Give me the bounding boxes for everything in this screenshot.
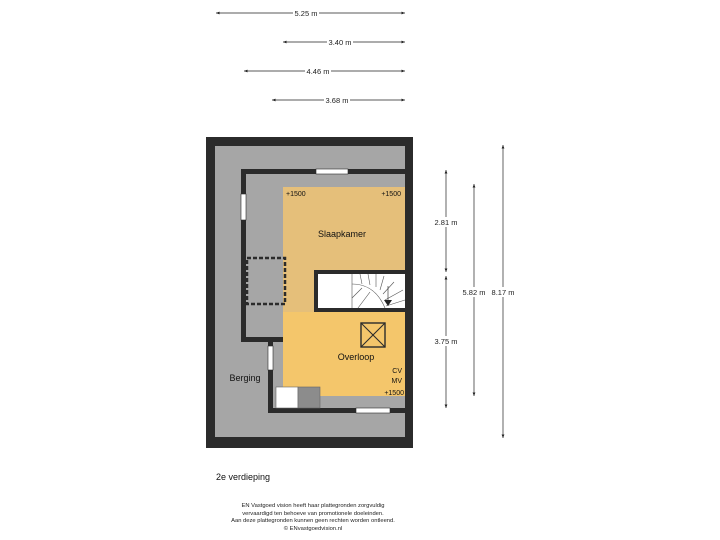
overloop-mv: MV [392, 378, 403, 385]
disclaimer-line: vervaardigd ten behoeve van promotionele… [242, 510, 384, 517]
dim-label-width-4: 3.68 m [326, 96, 349, 105]
room-label-overloop: Overloop [338, 352, 375, 362]
room-label-berging: Berging [229, 373, 260, 383]
dim-label-width-3: 4.46 m [307, 67, 330, 76]
dim-label-upper-height: 2.81 m [435, 218, 458, 227]
dim-label-lower-height: 3.75 m [435, 337, 458, 346]
inner-wall-left-lower [268, 337, 273, 413]
window-bottom [355, 407, 391, 414]
disclaimer-line: Aan deze plattegronden kunnen geen recht… [231, 518, 395, 525]
cv-unit [275, 386, 299, 409]
inner-wall-left-upper [241, 169, 246, 342]
attic-frame [245, 256, 287, 306]
slaapkamer-upper-strip [283, 174, 405, 187]
stair-steps [351, 273, 406, 309]
room-slaapkamer [283, 187, 405, 312]
dim-label-width-2: 3.40 m [329, 38, 352, 47]
window-top [315, 168, 349, 175]
right-dimensions: 2.81 m 3.75 m 5.82 m 8.17 m [432, 145, 517, 438]
top-dimensions: 5.25 m 3.40 m 4.46 m 3.68 m [216, 8, 405, 105]
dim-label-total-height: 8.17 m [492, 288, 515, 297]
floor-label: 2e verdieping [216, 472, 271, 482]
loft-hatch [360, 322, 386, 348]
mv-unit [297, 386, 321, 409]
overloop-cv: CV [392, 368, 402, 375]
inner-wall-bottom [268, 408, 406, 413]
room-label-slaapkamer: Slaapkamer [318, 229, 366, 239]
slaapkamer-marker-left: +1500 [286, 191, 306, 198]
dim-label-width-total: 5.25 m [295, 9, 318, 18]
attic-lower-strip [273, 342, 283, 396]
disclaimer-line: © ENvastgoedvision.nl [283, 525, 343, 532]
inner-wall-bottom-left [241, 337, 283, 342]
disclaimer-line: EN Vastgoed vision heeft haar plattegron… [241, 503, 385, 509]
window-left [240, 193, 247, 221]
slaapkamer-marker-right: +1500 [381, 191, 401, 198]
floorplan: +1500 +1500 Slaapkamer Overloop CV MV +1… [206, 137, 413, 448]
overloop-marker: +1500 [384, 390, 404, 397]
window-lower-left [267, 345, 274, 371]
dim-label-mid-total: 5.82 m [463, 288, 486, 297]
disclaimer: EN Vastgoed vision heeft haar plattegron… [200, 503, 426, 533]
stairwell [318, 274, 405, 308]
attic-left-strip [246, 174, 283, 337]
stair-arrow-icon [384, 300, 392, 306]
